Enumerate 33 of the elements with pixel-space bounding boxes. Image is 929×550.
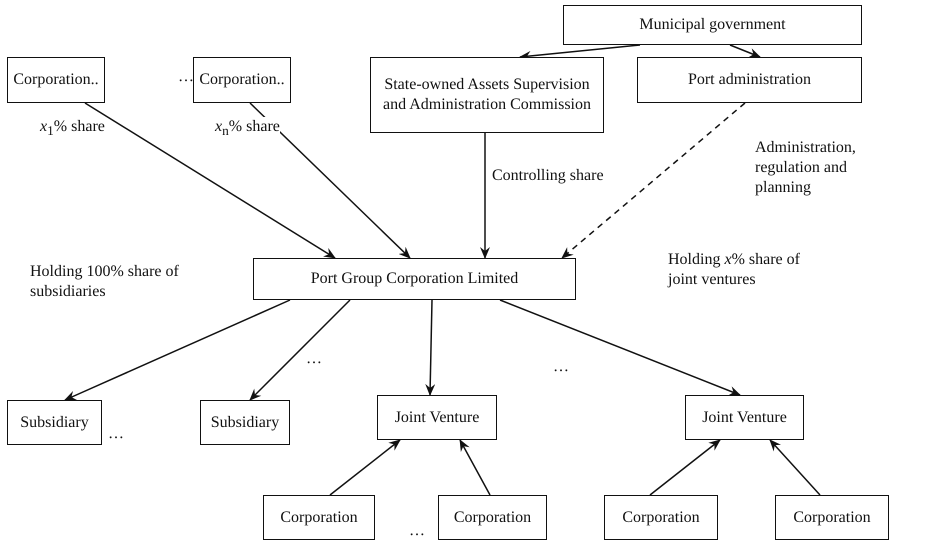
ellipsis: … [409, 522, 425, 540]
ellipsis: … [553, 358, 569, 376]
process-box: Corporation [438, 495, 547, 540]
ellipsis: … [306, 350, 322, 368]
process-box: Subsidiary [7, 400, 102, 445]
process-box: Corporation.. [193, 57, 291, 103]
process-box: Subsidiary [200, 400, 290, 445]
edge-label: Controlling share [492, 166, 604, 186]
process-box: Corporation [263, 495, 375, 540]
process-box: Joint Venture [377, 395, 497, 440]
process-box: Corporation [775, 495, 889, 540]
arrow [769, 439, 821, 496]
ellipsis: … [108, 425, 124, 443]
arrow [425, 300, 436, 396]
process-box: Port Group Corporation Limited [253, 258, 576, 300]
process-box: Port administration [637, 57, 862, 103]
process-box: Joint Venture [685, 395, 804, 440]
arrow [249, 102, 411, 259]
process-box: Corporation.. [7, 57, 105, 103]
dashed-arrow [561, 102, 746, 259]
arrow [650, 439, 721, 496]
arrow [500, 299, 741, 396]
process-box: State-owned Assets Supervision and Administration Commission [370, 57, 604, 133]
arrow [480, 133, 490, 259]
arrow [64, 299, 290, 401]
arrow [249, 299, 351, 401]
process-box: Corporation [604, 495, 718, 540]
arrow [84, 102, 336, 259]
ellipsis: … [178, 68, 194, 86]
arrow [459, 439, 491, 496]
arrow [730, 44, 761, 58]
arrow [330, 439, 401, 496]
process-box: Municipal government [563, 5, 862, 45]
